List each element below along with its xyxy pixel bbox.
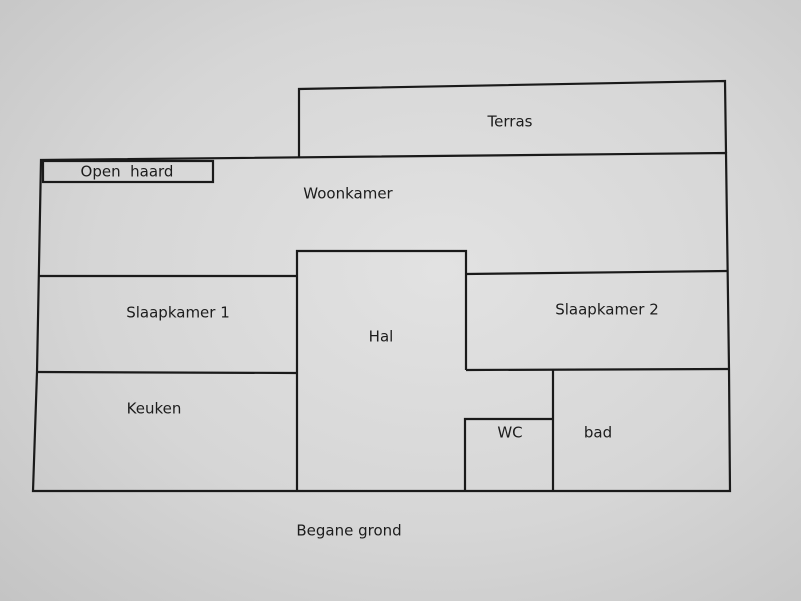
building-outline bbox=[31, 151, 732, 493]
wc-outline bbox=[463, 417, 553, 491]
room-label-wc: WC bbox=[497, 424, 522, 442]
slaapkamer2-wall bbox=[465, 367, 730, 372]
room-label-hal: Hal bbox=[369, 328, 394, 346]
slaapkamer1-wall bbox=[36, 370, 298, 375]
room-label-keuken: Keuken bbox=[127, 400, 182, 418]
room-label-terras: Terras bbox=[487, 113, 533, 131]
room-label-slaapkamer1: Slaapkamer 1 bbox=[126, 304, 230, 322]
hal-wall bbox=[295, 249, 468, 491]
room-label-woonkamer: Woonkamer bbox=[303, 185, 393, 203]
room-label-bad: bad bbox=[584, 424, 612, 442]
floorplan-caption: Begane grond bbox=[296, 522, 401, 540]
woonkamer-wall-right bbox=[465, 269, 729, 276]
room-label-open-haard: Open haard bbox=[81, 163, 174, 181]
terras-outline bbox=[297, 79, 728, 158]
open-haard-outline bbox=[41, 159, 215, 184]
room-label-slaapkamer2: Slaapkamer 2 bbox=[555, 301, 659, 319]
